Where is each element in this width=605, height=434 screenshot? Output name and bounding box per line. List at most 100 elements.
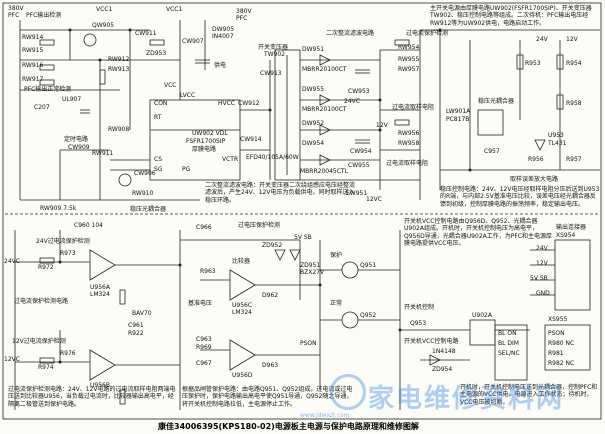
label-u956d: U956D [232, 372, 253, 379]
label-softstart: 稳压光耦合器 [130, 206, 167, 213]
label-dw951: DW951 [302, 46, 325, 53]
label-r953: R953 [525, 60, 541, 67]
label-pin-hvcc: HVCC [218, 100, 235, 107]
label-rw955: RW955 [398, 56, 420, 63]
label-rw912: RW912 [108, 56, 130, 63]
label-bav70: BAV70 [132, 310, 152, 317]
label-ic: UW902 VDL [192, 130, 228, 137]
label-5vsb: 5V SB [294, 234, 312, 241]
label-ic3: 厚膜电路 [192, 146, 217, 153]
label-q951: Q951 [360, 262, 377, 269]
label-r954: R954 [566, 60, 582, 67]
label-cw907: CW907 [182, 38, 204, 45]
label-in4007: IN4007 [212, 33, 234, 40]
label-cw954: CW954 [350, 148, 372, 155]
note-top: 主开关电源由厚膜电路UW902(FSFR1700SIP)、开关变压器TW902、… [430, 5, 592, 27]
diagram-caption: 康佳34006395(KPS180-02)电源板主电源与保护电路原理和维修图解 [158, 422, 419, 431]
label-pin-vctr: VCTR [222, 156, 239, 163]
watermark-logo-icon [330, 374, 366, 410]
label-cw914: CW914 [240, 136, 262, 143]
label-u956a: U956A [90, 284, 110, 291]
label-pin-con: CON [154, 100, 168, 107]
label-q952: Q952 [360, 312, 377, 319]
label-rw913: RW913 [108, 66, 130, 73]
label-12vc-b: 12VC [4, 356, 20, 363]
label-12v-o: 12V [536, 260, 548, 267]
label-supply: 供电 [214, 62, 227, 69]
label-r976: R976 [60, 350, 76, 357]
label-pin-sg: SG [154, 166, 163, 173]
label-pin-rt: RT [154, 114, 162, 121]
label-cw953: CW953 [348, 88, 370, 95]
label-ul907: UL907 [62, 96, 82, 103]
label-bl-dim: BL DIM [498, 340, 519, 347]
label-q953: Q953 [410, 320, 427, 327]
label-dw954: DW954 [302, 140, 325, 147]
label-cmp: 比较器 [232, 258, 251, 265]
label-vcc: VCC [164, 82, 177, 89]
label-24vc: 24VC [344, 98, 360, 105]
label-12v-ocp: 12V过电流保护检测 [12, 338, 66, 345]
label-u956b: U956B [90, 382, 110, 389]
label-r958: R958 [566, 100, 582, 107]
label-c967: C967 [196, 360, 212, 367]
label-cw913: CW913 [260, 70, 282, 77]
label-lm324b: LM324 [232, 309, 252, 316]
label-pson-o: PSON [548, 330, 565, 337]
label-vcc1-b: VCC1 [166, 6, 183, 13]
label-r969: R969 [196, 344, 212, 351]
label-mbrr2: MBRR20100CT [302, 106, 347, 113]
label-pin-cs: CS [154, 156, 162, 163]
label-cw906: CW906 [134, 170, 156, 177]
label-24v-r: 24V [536, 36, 548, 43]
label-sel-pwm: SEL/NC [498, 350, 520, 357]
label-c960: C960 104 [74, 222, 104, 229]
note-secondary-rect: 二次整流滤波电路：开关变压器二次绕组感应电压经整流滤波后，产生24V、12V电压… [205, 182, 356, 204]
label-ew951: EW951 [346, 190, 368, 197]
label-lm324: LM324 [90, 291, 110, 298]
label-cw955: CW955 [348, 162, 370, 169]
note-overcurrent: 过电流保护检测电路：24V、12V电路的过电流取样电阻两端电压送到比较器U956… [8, 386, 176, 408]
label-c963: C963 [196, 336, 212, 343]
label-d962: D962 [262, 292, 279, 299]
watermark-text: 家电维修资料网 [368, 384, 565, 414]
label-r973: R973 [60, 250, 76, 257]
label-mbrr: MBRR20100CT [302, 66, 347, 73]
label-24v-ocp: 24V过电流保护检测 [36, 238, 90, 245]
label-c957: C957 [484, 148, 500, 155]
label-ref-v: 取样误差放大电路 [510, 176, 559, 183]
label-stab-opt: 稳压光耦合器 [478, 98, 515, 105]
label-r974: R974 [38, 364, 54, 371]
note-standby: 开机时，开关机控制电压送到光耦合器，控制PFC和主电源的VCC供电，电源进入工作… [460, 384, 598, 406]
label-ovp-det: 过电流保护检测 [406, 30, 449, 37]
label-efd: EFD40/105A/60W [246, 154, 299, 161]
label-tl431: TL431 [548, 140, 567, 147]
label-protect: 保护 [330, 252, 343, 259]
label-gnd: GND [536, 290, 550, 297]
label-normal: 正常 [330, 300, 343, 307]
label-u956c: U956C [232, 302, 253, 309]
label-1n4148: 1N4148 [432, 348, 456, 355]
label-vcc1: VCC1 [96, 6, 113, 13]
label-bzx: BZX27V [300, 269, 325, 276]
label-380v-b: 380V [236, 8, 252, 15]
label-cw912: CW912 [238, 100, 260, 107]
label-rw958: RW958 [398, 140, 420, 147]
label-cw911: CW911 [135, 30, 157, 37]
label-c966: C966 [196, 224, 212, 231]
label-rw914: RW914 [22, 34, 44, 41]
label-ic2: FSFR1700SIP [186, 138, 226, 145]
label-rw908: RW908 [108, 126, 130, 133]
label-dw952: DW952 [302, 120, 325, 127]
label-sec-rect: 二次整流滤波电路 [326, 30, 375, 37]
label-380v: 380V [8, 5, 24, 12]
label-rw909: RW909 7.5k [40, 205, 77, 212]
label-ref: 基准电压 [188, 300, 213, 307]
label-zd953: ZD953 [146, 50, 167, 57]
label-pc817b: PC817B [446, 116, 470, 123]
label-pfc-ok: PFC输出正常检测 [24, 86, 72, 93]
note-switch-ctrl: 开关机VCC控制电路由Q956D、Q952、光耦合器U902A组成。开机时，开关… [404, 218, 553, 248]
label-rw915: RW915 [22, 47, 44, 54]
label-zd954: ZD954 [432, 366, 453, 373]
